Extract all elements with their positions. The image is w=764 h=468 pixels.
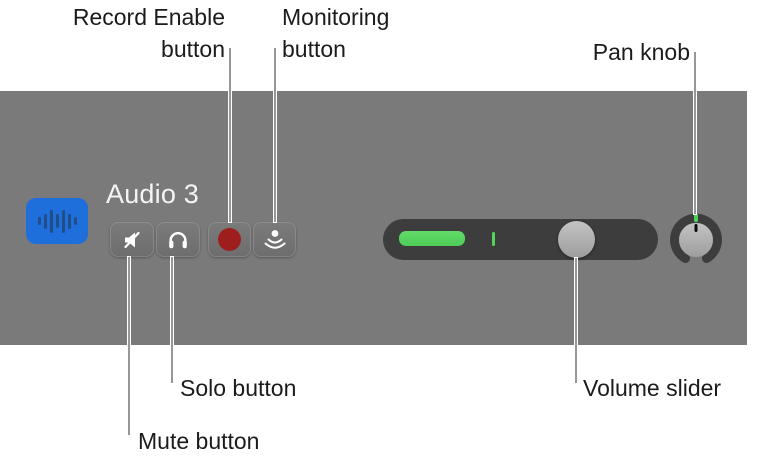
volume-slider[interactable] — [383, 219, 658, 260]
waveform-icon — [67, 213, 71, 229]
callout-label-volume: Volume slider — [583, 375, 722, 401]
callout-line-mute — [128, 257, 130, 435]
callout-label-solo: Solo button — [180, 375, 297, 401]
pan-knob[interactable] — [669, 211, 723, 267]
callout-line-pan — [694, 52, 696, 214]
waveform-icon — [43, 213, 47, 229]
track-name[interactable]: Audio 3 — [106, 179, 199, 209]
record-circle-icon — [218, 228, 241, 251]
callout-line-record-enable — [229, 48, 231, 222]
waveform-icon — [49, 209, 53, 233]
waveform-icon — [61, 209, 65, 233]
volume-slider-knob[interactable] — [558, 221, 595, 258]
mute-button[interactable] — [110, 222, 154, 257]
callout-label-monitoring: Monitoring button — [282, 4, 390, 62]
muted-speaker-icon — [124, 231, 140, 248]
mute-solo-group — [110, 222, 200, 257]
pan-knob-icon — [670, 213, 722, 263]
callout-label-record-enable: Record Enable button — [72, 4, 225, 62]
record-enable-button[interactable] — [208, 222, 251, 257]
track-header[interactable] — [0, 91, 747, 345]
waveform-icon — [73, 217, 77, 225]
level-meter — [399, 231, 465, 246]
callout-line-volume — [575, 258, 577, 383]
solo-button[interactable] — [156, 222, 200, 257]
callout-label-pan: Pan knob — [592, 39, 690, 65]
callout-label-mute: Mute button — [138, 428, 260, 454]
waveform-icon — [55, 214, 59, 228]
input-monitoring-icon — [264, 229, 285, 249]
callout-line-solo — [171, 257, 173, 383]
monitoring-button[interactable] — [253, 222, 296, 257]
headphones-icon — [169, 231, 187, 248]
waveform-icon — [37, 217, 41, 225]
callout-line-monitoring — [274, 48, 276, 222]
record-monitor-group — [208, 222, 296, 257]
track-icon[interactable] — [26, 198, 88, 244]
level-meter-peak-tick — [492, 232, 495, 246]
